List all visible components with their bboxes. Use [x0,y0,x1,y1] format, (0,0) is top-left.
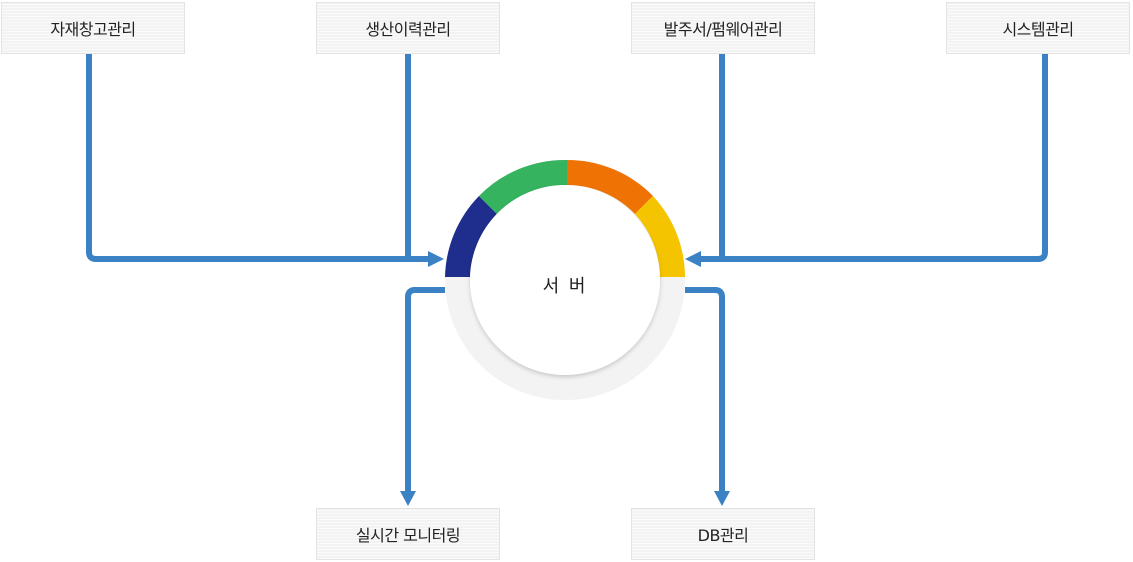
ring-orange-segment [567,159,653,214]
node-realtime-monitoring[interactable]: 실시간 모니터링 [316,508,500,560]
arrow-right-icon [428,251,444,267]
node-order-firmware[interactable]: 발주서/펌웨어관리 [631,2,815,54]
node-inventory-management[interactable]: 자재창고관리 [1,2,185,54]
connector-db [685,287,725,492]
connector-monitoring [405,287,445,492]
server-inner-circle [470,185,660,375]
server-ring [445,159,685,400]
ring-yellow-segment [635,196,685,277]
server-label: 서 버 [542,276,588,297]
node-production-history[interactable]: 생산이력관리 [316,2,500,54]
arrow-down-icon [714,491,730,506]
arrow-down-icon [400,491,416,506]
ring-navy-segment [445,196,497,277]
connector-system [701,54,1048,262]
node-db-management[interactable]: DB관리 [631,508,815,560]
ring-green-segment [479,159,567,214]
arrow-left-icon [685,251,701,267]
node-system-management[interactable]: 시스템관리 [946,2,1130,54]
connector-inventory [86,54,428,262]
